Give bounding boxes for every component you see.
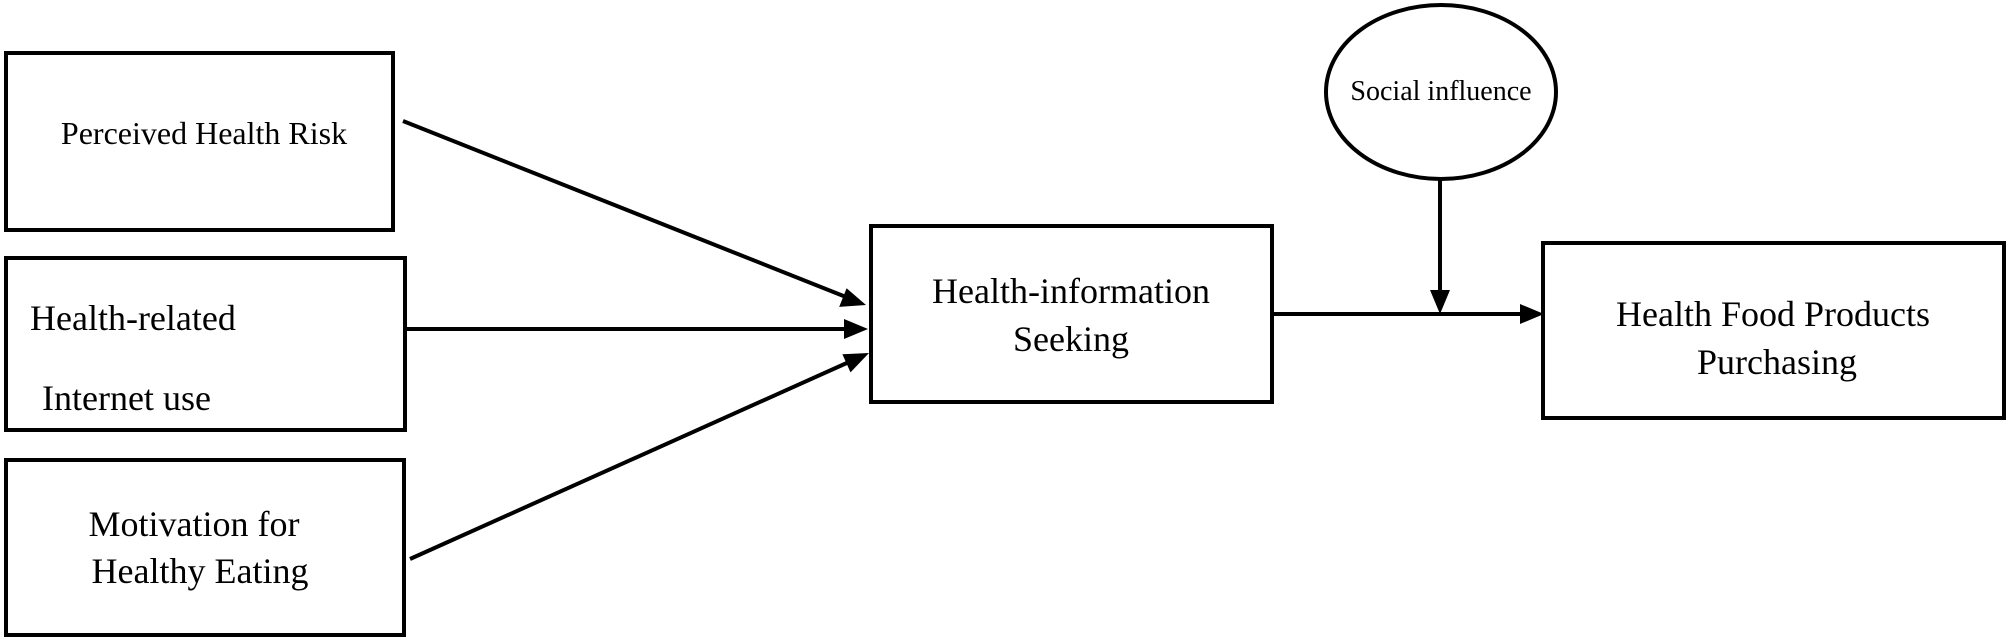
ellipse-frame — [1324, 3, 1558, 181]
box-health-food-products-purchasing: Health Food Products Purchasing — [1541, 241, 2006, 420]
box-frame — [4, 51, 395, 232]
box-label-line: Perceived Health Risk — [61, 115, 347, 151]
arrow-risk-to-seeking — [402, 119, 866, 307]
arrow-shaft — [409, 360, 850, 561]
arrow-social-influence-moderation — [1430, 180, 1450, 314]
arrow-head — [1520, 304, 1544, 324]
box-perceived-health-risk: Perceived Health Risk — [4, 51, 395, 232]
box-health-related-internet-use: Health-related Internet use — [4, 256, 407, 432]
box-label-line: Internet use — [42, 378, 211, 418]
box-label-line: Purchasing — [1697, 342, 1857, 382]
arrow-shaft — [402, 119, 847, 299]
box-label-line: Health-information — [932, 271, 1210, 311]
box-motivation-healthy-eating: Motivation for Healthy Eating — [4, 458, 406, 637]
box-frame — [869, 224, 1274, 404]
box-label-line: Health-related — [30, 298, 236, 338]
box-label-line: Health Food Products — [1616, 294, 1930, 334]
box-label-line: Healthy Eating — [92, 551, 309, 591]
ellipse-social-influence: Social influence — [1324, 3, 1558, 181]
box-frame — [4, 458, 406, 637]
arrow-head — [844, 319, 868, 339]
box-label-line: Seeking — [1013, 319, 1129, 359]
arrow-motivation-to-seeking — [409, 353, 869, 561]
box-health-information-seeking: Health-information Seeking — [869, 224, 1274, 404]
arrow-head — [839, 288, 866, 307]
arrow-head — [842, 353, 869, 373]
arrow-internet-to-seeking — [403, 319, 868, 339]
arrow-head — [1430, 290, 1450, 314]
box-label-line: Motivation for — [89, 504, 300, 544]
ellipse-label: Social influence — [1350, 76, 1531, 107]
box-frame — [1541, 241, 2006, 420]
arrow-seeking-to-purchasing — [1272, 304, 1544, 324]
box-frame — [4, 256, 407, 432]
